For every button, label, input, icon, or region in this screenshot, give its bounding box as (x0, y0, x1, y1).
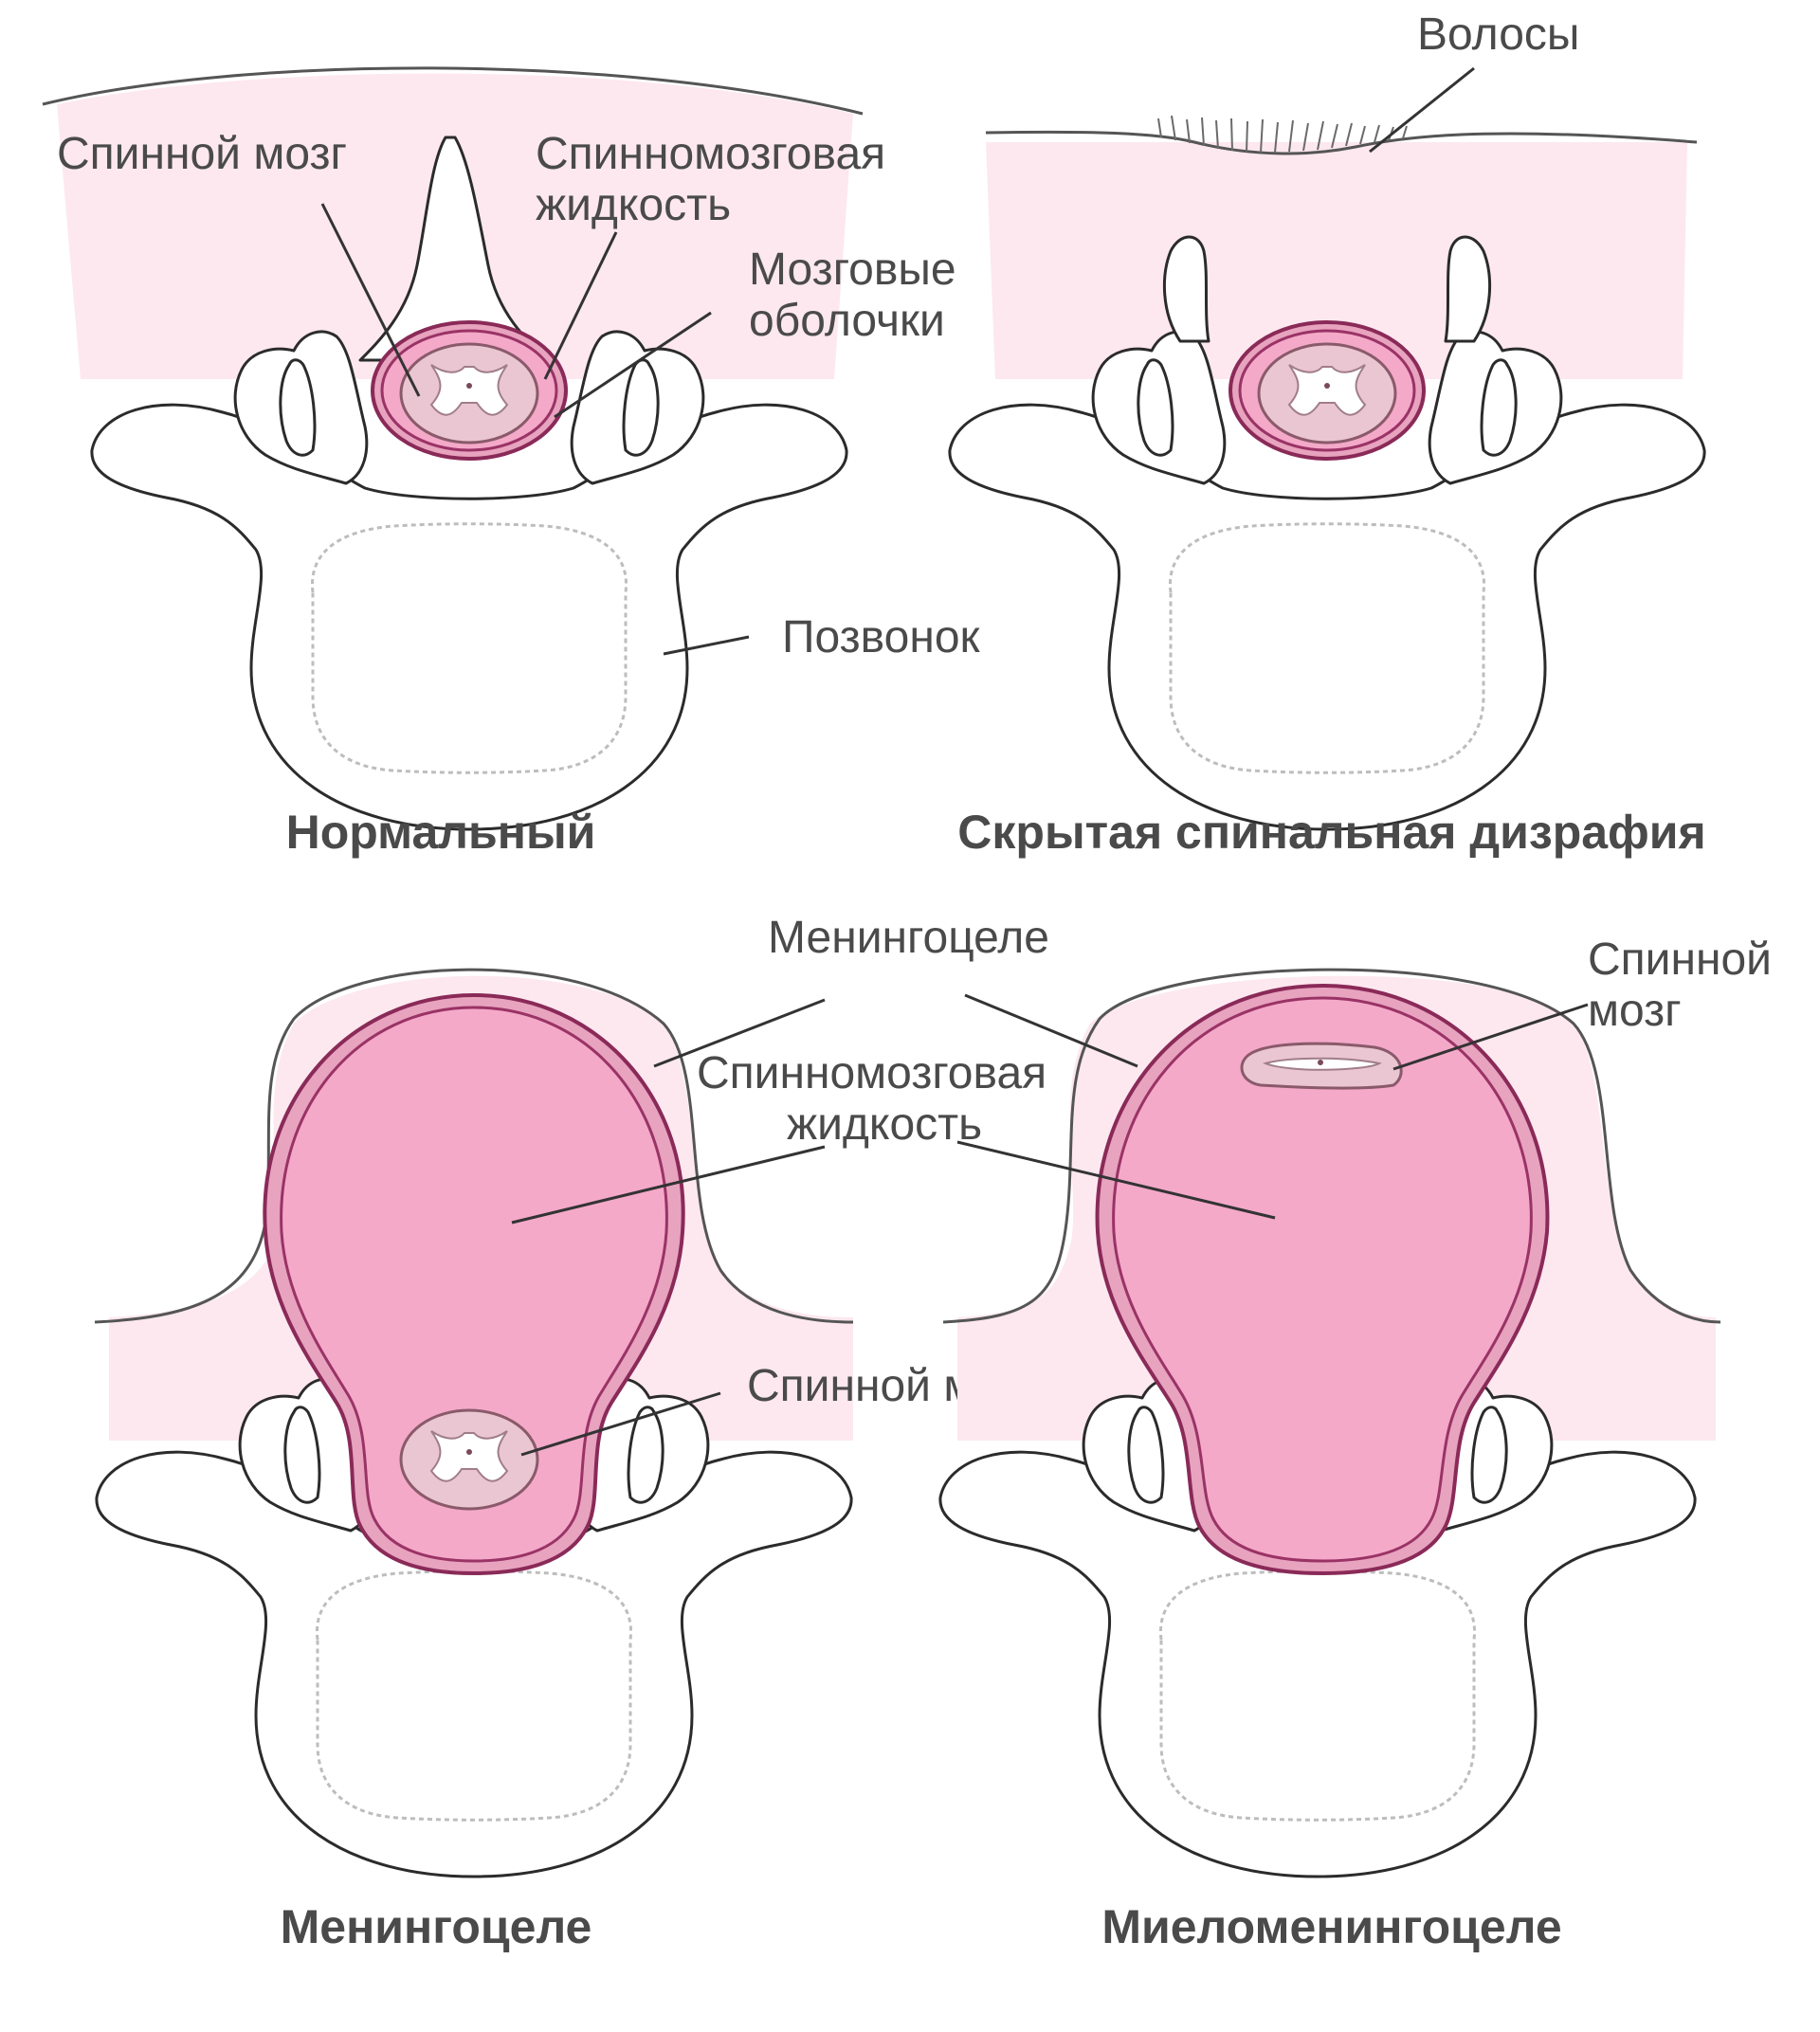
panel-myelomeningocele: Спинной мозг Миеломенингоцеле (938, 934, 1772, 1953)
skin-line (985, 130, 1698, 155)
subcutaneous-tissue (986, 142, 1687, 379)
spinal-cord (1240, 1042, 1403, 1090)
label-csf-line1: Спинномозговая (697, 1048, 1046, 1098)
skin-line (42, 66, 864, 116)
label-spinal-cord-line1: Спинной (1588, 934, 1772, 985)
caption-meningocele: Менингоцеле (281, 1900, 592, 1953)
label-spinal-cord-line2: мозг (1588, 986, 1682, 1036)
label-csf-line2: жидкость (536, 180, 731, 230)
label-vertebra: Позвонок (782, 612, 981, 662)
label-csf-line1: Спинномозговая (536, 129, 885, 179)
skin-line (942, 968, 1721, 1324)
caption-myelomeningocele: Миеломенингоцеле (1101, 1900, 1561, 1953)
spinal-cord (399, 1408, 539, 1511)
spinal-cord (1257, 342, 1397, 444)
unfused-arch-right (1444, 235, 1491, 343)
panel-meningocele: Менингоцеле Спинномозговая жидкость Спин… (94, 913, 1049, 1953)
hair-tuft (1157, 115, 1408, 154)
caption-occult: Скрытая спинальная дизрафия (957, 806, 1705, 859)
label-meninges-line1: Мозговые (749, 245, 956, 295)
csf-sac (1112, 996, 1533, 1563)
label-meningocele: Менингоцеле (768, 913, 1049, 963)
unfused-arch-left (1163, 235, 1210, 343)
skin-line (94, 968, 854, 1324)
label-hair: Волосы (1417, 9, 1579, 60)
label-csf-line2: жидкость (787, 1099, 982, 1150)
label-spinal-cord: Спинной мозг (57, 129, 347, 179)
csf-sac (280, 1006, 668, 1563)
panel-occult: Волосы Скрытая спинальная дизрафия (948, 9, 1706, 859)
label-meninges-line2: оболочки (749, 296, 945, 346)
spinal-cord (399, 342, 539, 444)
caption-normal: Нормальный (286, 806, 596, 859)
panel-normal: Спинной мозг Спинномозговая жидкость Моз… (42, 66, 981, 859)
